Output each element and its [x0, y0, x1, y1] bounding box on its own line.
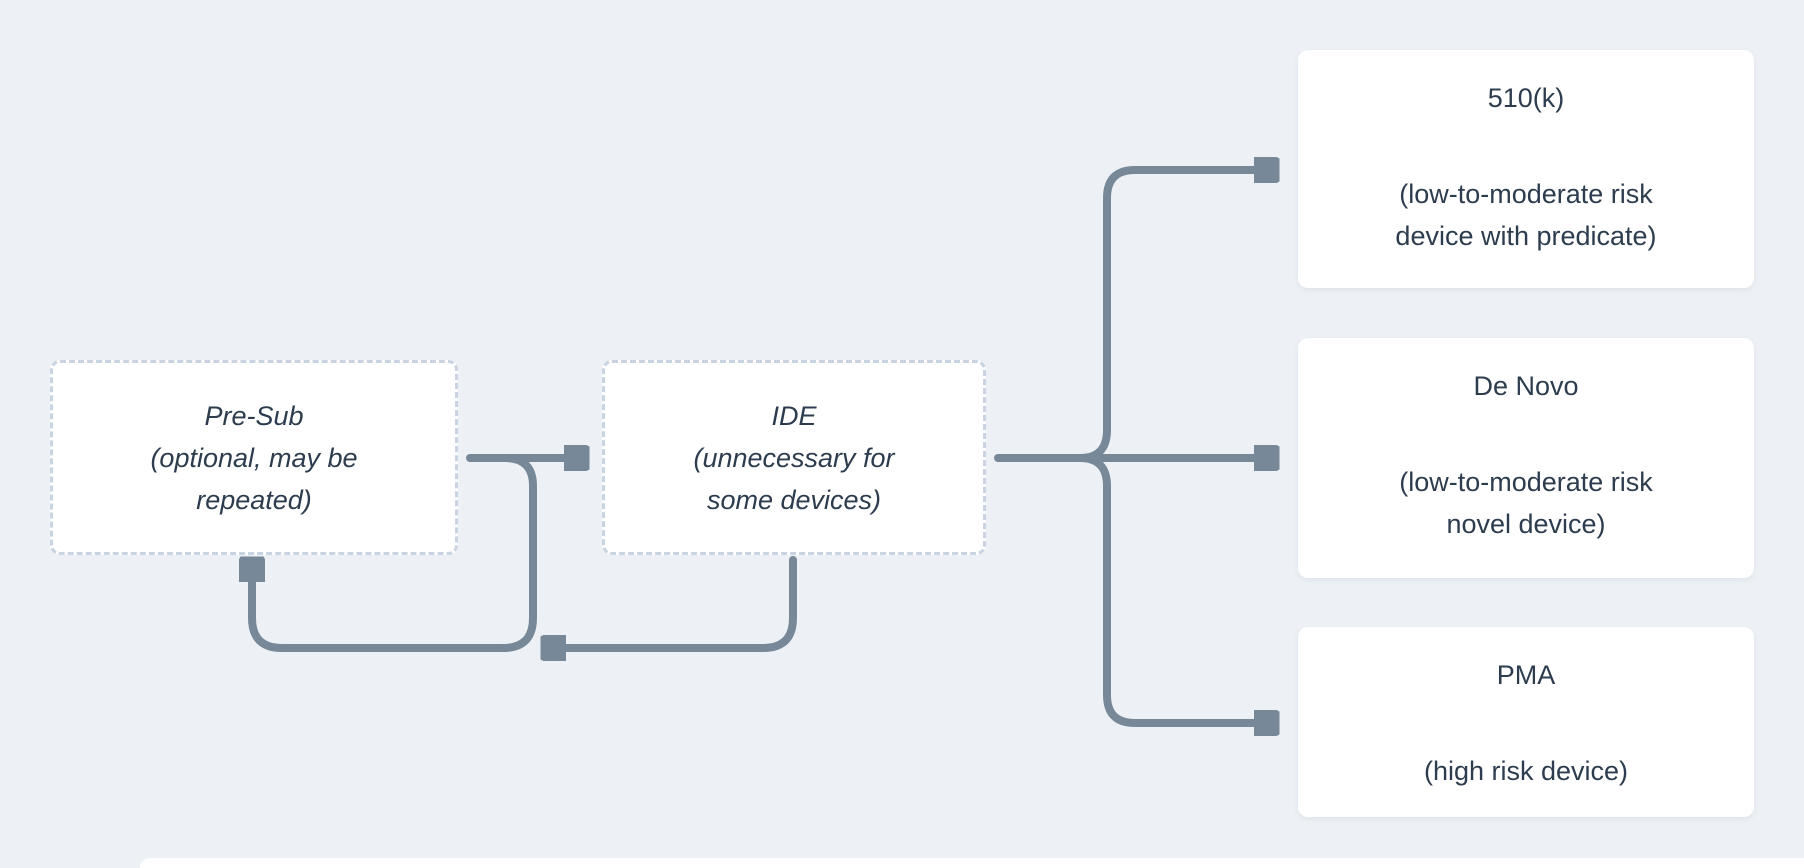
node-pma-title: PMA — [1496, 660, 1556, 690]
node-ide: IDE (unnecessary for some devices) — [602, 360, 986, 555]
node-510k-title: 510(k) — [1487, 83, 1565, 113]
node-pma-desc-line1: (high risk device) — [1423, 756, 1629, 786]
node-denovo-description: (low-to-moderate risk novel device) — [1298, 461, 1754, 545]
arrow-fork-to-510k — [1076, 170, 1272, 462]
node-ide-title: IDE — [771, 400, 817, 431]
node-denovo-title: De Novo — [1473, 371, 1579, 401]
arrow-loop-into-presub — [252, 454, 537, 652]
node-510k-description: (low-to-moderate risk device with predic… — [1298, 173, 1754, 257]
node-denovo: De Novo (low-to-moderate risk novel devi… — [1298, 338, 1754, 578]
node-ide-note-line1: (unnecessary for — [693, 442, 895, 473]
arrow-ide-return — [548, 556, 797, 648]
node-510k-desc-line2: device with predicate) — [1395, 221, 1657, 251]
node-presub-note-line2: repeated) — [196, 484, 312, 515]
node-ide-note-line2: some devices) — [706, 484, 882, 515]
node-510k-desc-line1: (low-to-moderate risk — [1399, 179, 1653, 209]
node-denovo-desc-line2: novel device) — [1446, 509, 1606, 539]
bottom-sheet-edge — [140, 858, 1804, 868]
node-presub-note-line1: (optional, may be — [150, 442, 358, 473]
node-presub: Pre-Sub (optional, may be repeated) — [50, 360, 458, 555]
node-denovo-desc-line1: (low-to-moderate risk — [1399, 467, 1653, 497]
arrow-fork-to-pma — [1076, 454, 1272, 723]
node-pma: PMA (high risk device) — [1298, 627, 1754, 817]
node-510k: 510(k) (low-to-moderate risk device with… — [1298, 50, 1754, 288]
node-pma-description: (high risk device) — [1298, 750, 1754, 792]
node-presub-title: Pre-Sub — [204, 400, 304, 431]
